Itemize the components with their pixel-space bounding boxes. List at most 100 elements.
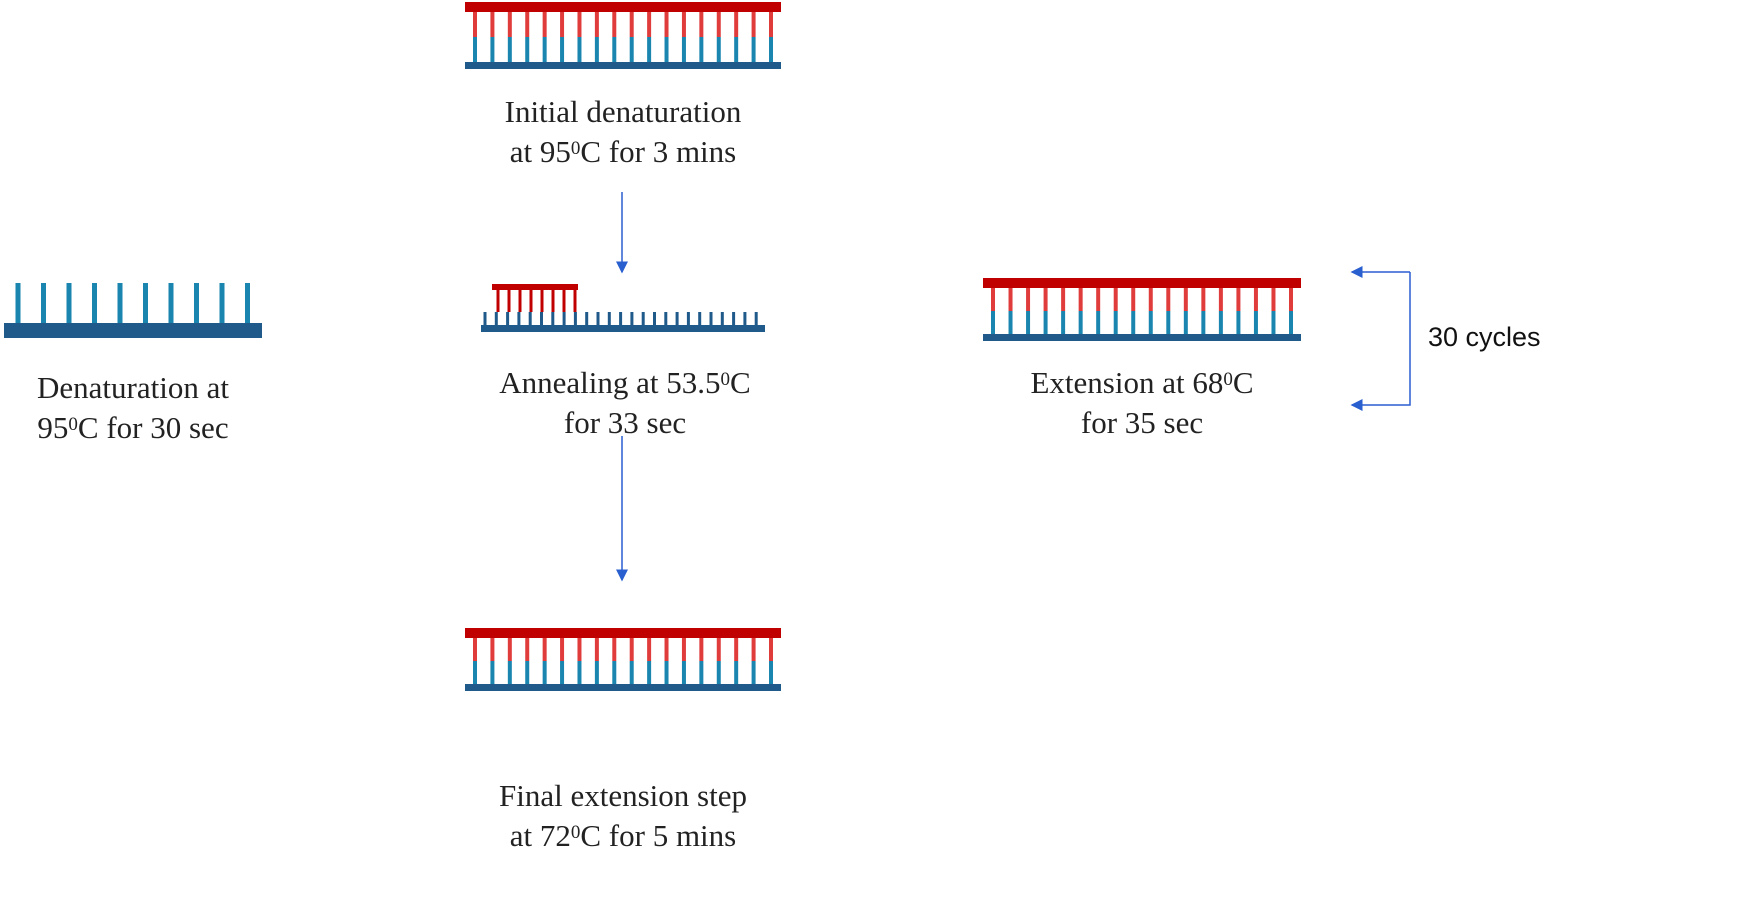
template-base — [630, 312, 634, 325]
label-line: for 35 sec — [1080, 405, 1204, 440]
base-blue — [681, 661, 686, 684]
dna-double-strand-initial — [465, 2, 781, 69]
base-red — [769, 12, 773, 37]
label-line: at 720C for 5 mins — [440, 816, 806, 856]
base-blue — [991, 311, 995, 334]
base — [194, 283, 199, 323]
dna-single-strand-denatured — [4, 283, 262, 338]
template-base — [483, 312, 487, 325]
base-blue — [1253, 311, 1258, 334]
template-base — [664, 312, 668, 325]
base-red — [734, 638, 739, 661]
base-red — [647, 12, 652, 37]
base-red — [681, 12, 686, 37]
base-blue — [664, 661, 669, 684]
base-red — [1131, 288, 1136, 311]
base — [117, 283, 123, 323]
text: 95 — [37, 410, 69, 445]
text: C for 3 mins — [580, 134, 737, 169]
base-red — [525, 12, 530, 37]
base-red — [751, 12, 756, 37]
template-base — [619, 312, 623, 325]
degree-sup: 0 — [570, 138, 581, 159]
template-base — [596, 312, 600, 325]
label-line: Extension at 680C — [983, 363, 1301, 403]
base-red — [629, 638, 634, 661]
template-base — [551, 312, 555, 325]
base-blue — [734, 37, 739, 62]
primer-strand — [492, 284, 578, 290]
base-blue — [699, 37, 704, 62]
base-red — [490, 638, 495, 661]
strand-bottom — [465, 684, 781, 691]
text: Extension at 68 — [1030, 365, 1224, 400]
text: C — [730, 365, 751, 400]
base-red — [1271, 288, 1276, 311]
cycles-label: 30 cycles — [1428, 322, 1541, 352]
base-blue — [1218, 311, 1223, 334]
base-blue — [1236, 311, 1241, 334]
template-base — [709, 312, 713, 325]
template-base — [585, 312, 589, 325]
base-blue — [525, 661, 530, 684]
template-base — [517, 312, 521, 325]
base-blue — [716, 37, 721, 62]
template-base — [720, 312, 724, 325]
base-blue — [1061, 311, 1066, 334]
base-blue — [525, 37, 530, 62]
primer-base — [496, 290, 500, 312]
dna-primer-annealed — [481, 284, 765, 332]
label-initial-denaturation: Initial denaturation at 950C for 3 mins — [465, 92, 781, 172]
base — [219, 283, 225, 323]
base-blue — [716, 661, 721, 684]
base-blue — [577, 661, 582, 684]
base-red — [1026, 288, 1031, 311]
cycle-bracket-arrow-icon — [1350, 272, 1411, 411]
text: C — [1232, 365, 1254, 400]
base-red — [1289, 288, 1293, 311]
base-blue — [594, 37, 599, 62]
label-line: Initial denaturation — [504, 94, 742, 129]
template-base — [686, 312, 690, 325]
base-red — [716, 12, 721, 37]
base-red — [664, 638, 669, 661]
base — [92, 283, 97, 323]
base-red — [507, 638, 512, 661]
primer-base — [551, 290, 555, 312]
template-base — [562, 312, 566, 325]
base-blue — [1271, 311, 1276, 334]
primer-base — [529, 290, 533, 312]
base-blue — [1113, 311, 1118, 334]
base-blue — [734, 661, 739, 684]
base-red — [629, 12, 634, 37]
base-blue — [681, 37, 686, 62]
base-red — [1201, 288, 1206, 311]
degree-sup: 0 — [570, 822, 581, 843]
base-blue — [1166, 311, 1171, 334]
label-line: at 950C for 3 mins — [465, 132, 781, 172]
base-blue — [1289, 311, 1293, 334]
primer-base — [518, 290, 522, 312]
base-blue — [664, 37, 669, 62]
template-base — [732, 312, 736, 325]
template-base — [698, 312, 702, 325]
base-red — [1236, 288, 1241, 311]
primer-base — [562, 290, 566, 312]
base-red — [681, 638, 686, 661]
text: at 95 — [509, 134, 571, 169]
base-blue — [1148, 311, 1153, 334]
base-blue — [1131, 311, 1136, 334]
template-base — [573, 312, 577, 325]
template-base — [641, 312, 645, 325]
base-red — [1148, 288, 1153, 311]
base-blue — [507, 37, 512, 62]
base-blue — [1183, 311, 1188, 334]
base-blue — [560, 37, 565, 62]
template-base — [528, 312, 532, 325]
template-base — [607, 312, 611, 325]
base-blue — [490, 661, 495, 684]
label-line: Denaturation at — [37, 370, 229, 405]
base-red — [560, 638, 565, 661]
